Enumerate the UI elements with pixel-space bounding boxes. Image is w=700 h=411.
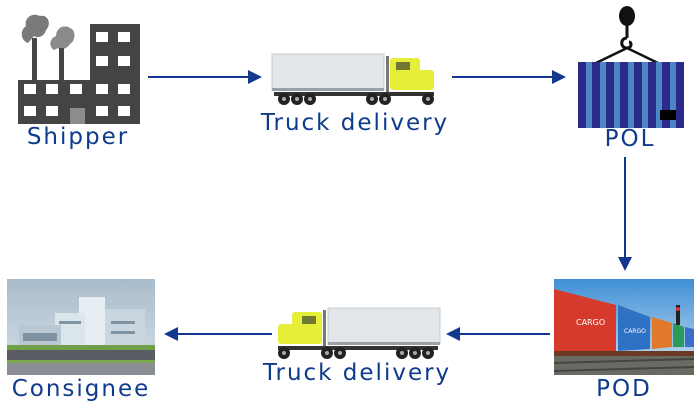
factory-windows (24, 32, 130, 116)
consignee-label: Consignee (11, 376, 151, 402)
cargo-text: CARGO (624, 328, 646, 335)
container-stripes (586, 62, 676, 128)
pol-label: POL (604, 126, 656, 152)
truck-delivery-1-label: Truck delivery (260, 110, 450, 136)
arrow-left-icon (164, 327, 272, 341)
cargo-train-photo: CARGO CARGO (553, 279, 695, 375)
truck-icon (271, 53, 434, 105)
arrow-right-icon (452, 70, 566, 84)
cargo-text: CARGO (576, 318, 605, 327)
truck-delivery-2-label: Truck delivery (262, 360, 452, 386)
hanging-container-icon (578, 6, 684, 128)
truck-icon (278, 307, 441, 359)
building-photo (7, 279, 155, 375)
factory-icon (18, 14, 140, 124)
arrow-right-icon (148, 70, 262, 84)
arrow-down-icon (618, 157, 632, 271)
pod-label: POD (596, 376, 652, 402)
shipper-label: Shipper (26, 124, 130, 150)
arrow-left-icon (446, 327, 550, 341)
